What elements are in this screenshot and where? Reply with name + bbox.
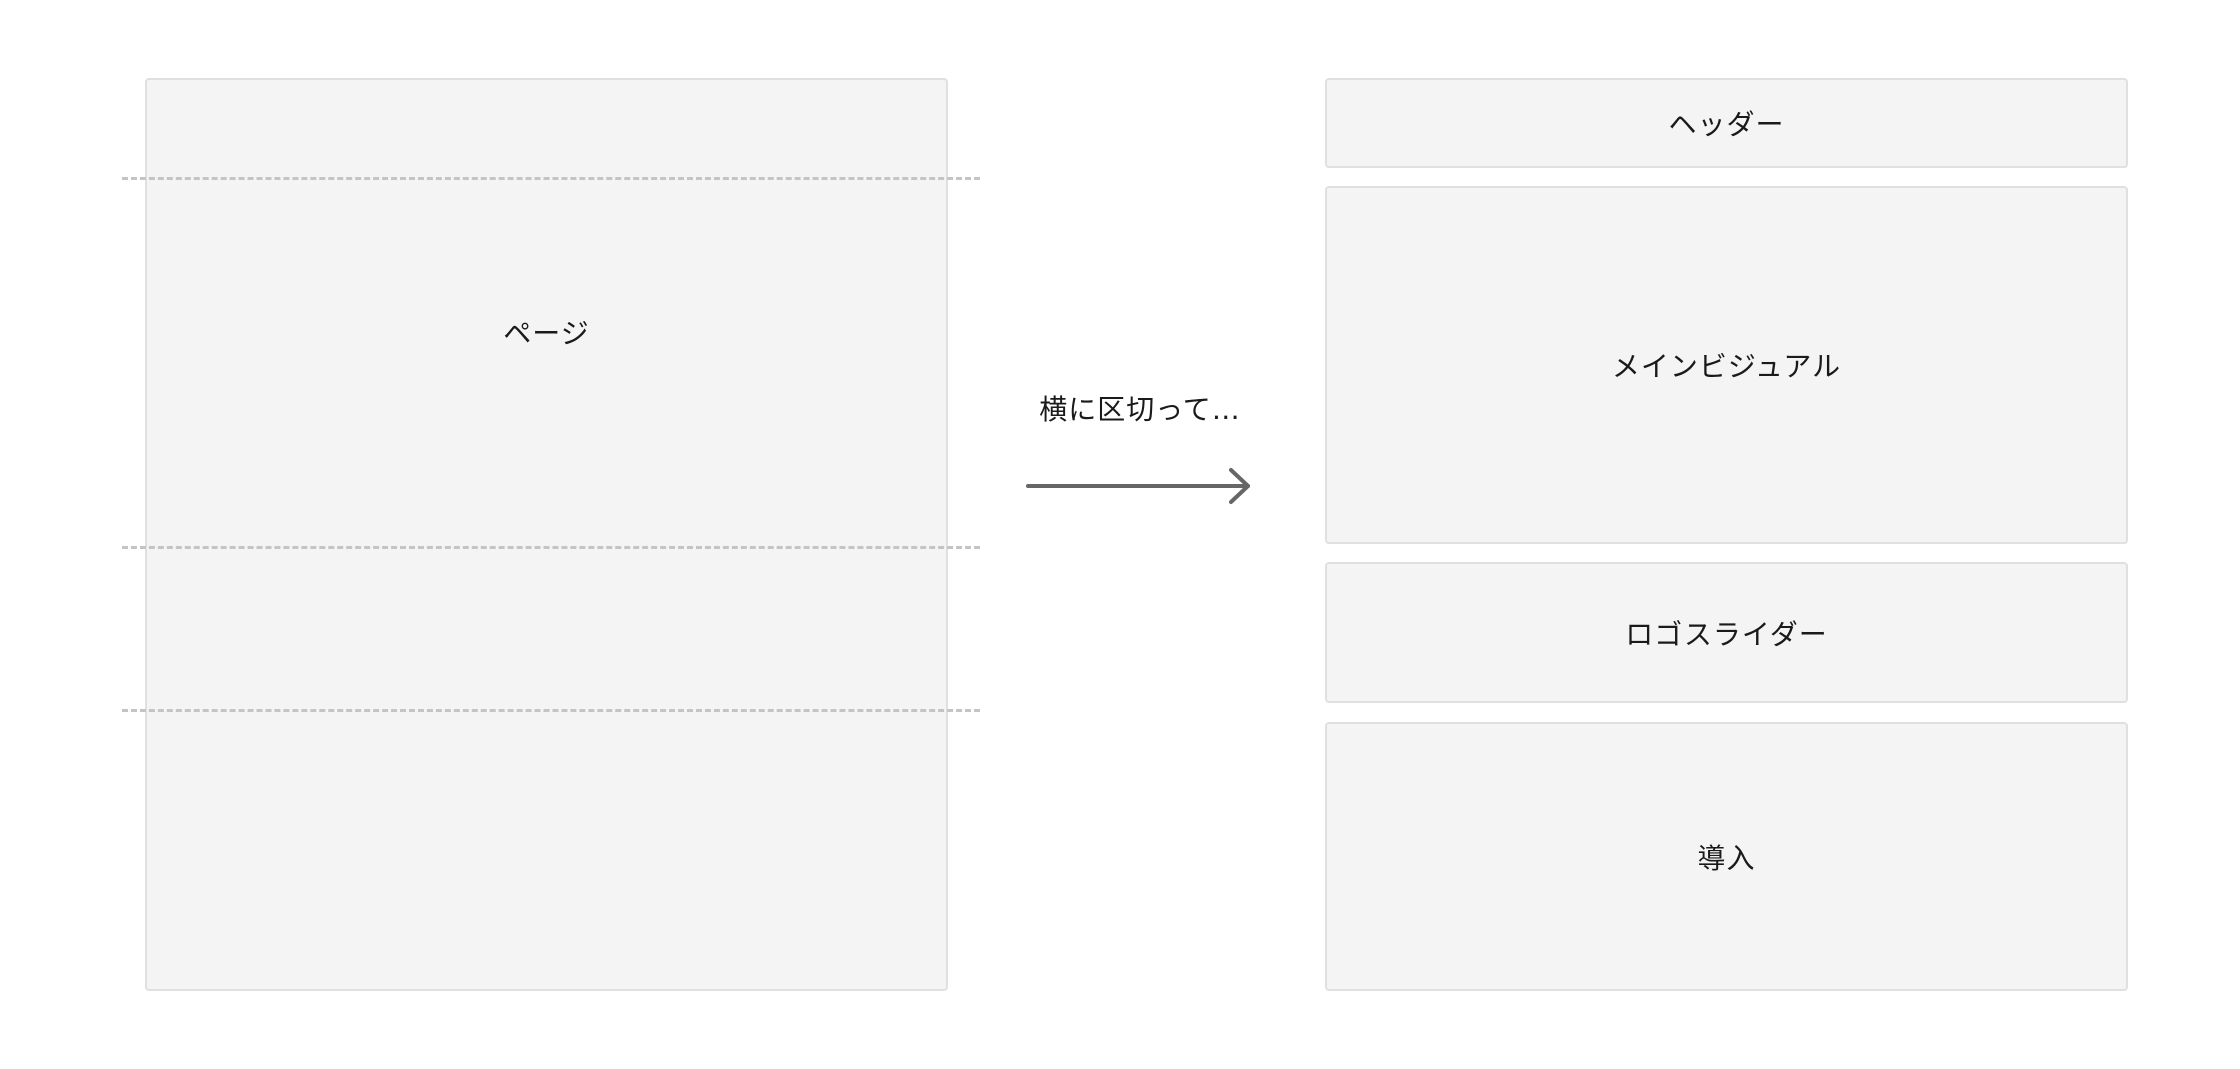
divider-line-3 xyxy=(122,709,980,712)
divider-line-1 xyxy=(122,177,980,180)
section-header-label: ヘッダー xyxy=(1668,108,1785,141)
section-intro: 導入 xyxy=(1325,722,2128,991)
page-block xyxy=(145,78,948,991)
section-header: ヘッダー xyxy=(1325,78,2128,168)
section-main-visual: メインビジュアル xyxy=(1325,186,2128,544)
section-main-visual-label: メインビジュアル xyxy=(1611,350,1842,383)
section-logo-slider: ロゴスライダー xyxy=(1325,562,2128,703)
page-label: ページ xyxy=(503,317,590,350)
transition-caption: 横に区切って… xyxy=(1039,393,1241,426)
section-logo-slider-label: ロゴスライダー xyxy=(1625,617,1828,651)
right-arrow-icon xyxy=(1026,468,1250,504)
divider-line-2 xyxy=(122,546,980,549)
section-intro-label: 導入 xyxy=(1697,841,1756,875)
